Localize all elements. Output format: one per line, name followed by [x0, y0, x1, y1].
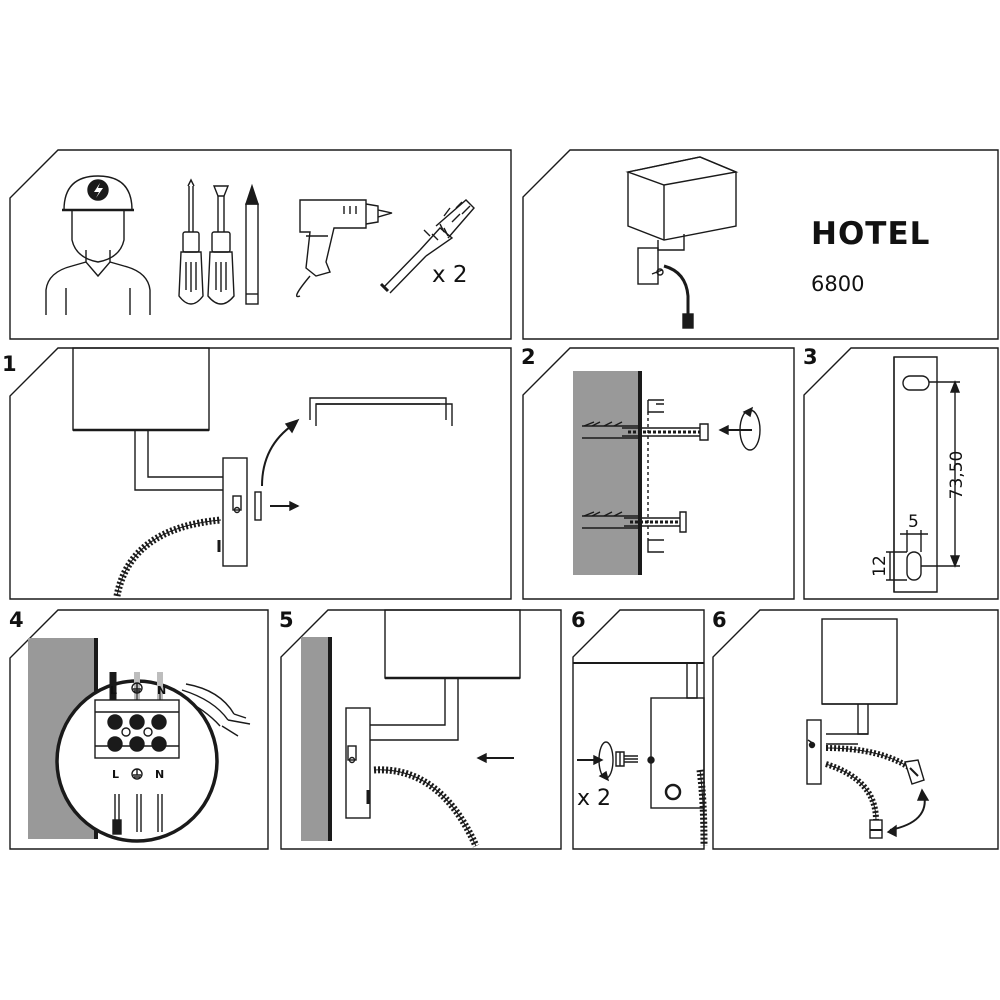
ground-symbol-bottom [131, 768, 143, 780]
step5-drawing [301, 609, 521, 848]
step-number-1: 1 [2, 352, 17, 376]
screw-quantity-label: x 2 [577, 786, 612, 811]
step4-drawing [28, 638, 251, 843]
tools-panel-frame [9, 149, 512, 340]
step-number-6b: 6 [712, 608, 727, 632]
step1-drawing [72, 347, 453, 597]
step2-drawing [573, 371, 761, 575]
step1-panel-frame [9, 347, 512, 600]
screwdriver-phillips-icon [207, 185, 235, 305]
terminal-top-label-l: L [110, 684, 118, 697]
pencil-icon [245, 183, 259, 305]
step3-drawing [886, 356, 961, 593]
electrician-icon [45, 175, 151, 315]
step-number-5: 5 [279, 608, 294, 632]
product-panel-frame [522, 149, 999, 340]
product-code: 6800 [811, 272, 865, 296]
terminal-top-label-n: N [157, 684, 167, 697]
step2-panel-frame [522, 347, 795, 600]
step3-panel-frame [803, 347, 999, 600]
step5-panel-frame [280, 609, 562, 850]
step6b-drawing [806, 618, 930, 839]
terminal-bottom-label-l: L [112, 768, 120, 781]
step6a-panel-frame [572, 609, 705, 850]
terminal-bottom-label-n: N [155, 768, 165, 781]
step-number-3: 3 [803, 345, 818, 369]
slot-width-dimension: 5 [908, 512, 919, 532]
screwdriver-flat-icon [178, 178, 204, 305]
wall-anchor-icon [379, 199, 475, 294]
step-number-4: 4 [9, 608, 24, 632]
anchor-quantity-label: x 2 [432, 262, 468, 288]
ground-symbol-top [131, 682, 143, 694]
step6a-drawing [573, 662, 708, 847]
drill-icon [296, 199, 393, 298]
step4-panel-frame [9, 609, 269, 850]
slot-height-dimension: 12 [870, 555, 890, 577]
step-number-2: 2 [521, 345, 536, 369]
step-number-6a: 6 [571, 608, 586, 632]
hole-spacing-dimension: 73,50 [947, 450, 967, 500]
lamp-product-drawing [625, 156, 739, 329]
product-name: HOTEL [811, 216, 931, 252]
step6b-panel-frame [712, 609, 999, 850]
